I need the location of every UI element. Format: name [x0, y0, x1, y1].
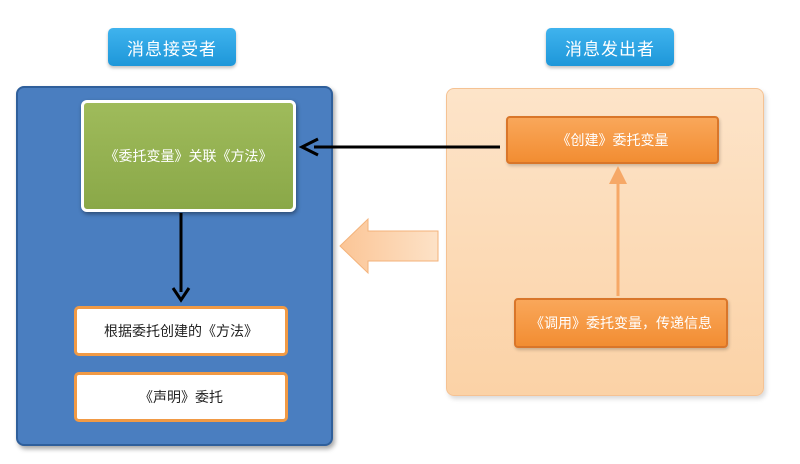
create-box: 《创建》委托变量	[506, 116, 719, 164]
sender-title: 消息发出者	[546, 28, 674, 66]
link-arrow-head	[298, 137, 319, 157]
down-arrow-head	[171, 287, 191, 303]
declare-box: 《声明》委托	[74, 372, 288, 422]
method-box: 根据委托创建的《方法》	[74, 306, 288, 356]
up-arrow-head	[609, 166, 627, 184]
associate-box: 《委托变量》关联《方法》	[81, 100, 296, 212]
invoke-box: 《调用》委托变量，传递信息	[514, 298, 728, 348]
receiver-title: 消息接受者	[108, 28, 236, 66]
big-left-arrow	[339, 217, 439, 275]
